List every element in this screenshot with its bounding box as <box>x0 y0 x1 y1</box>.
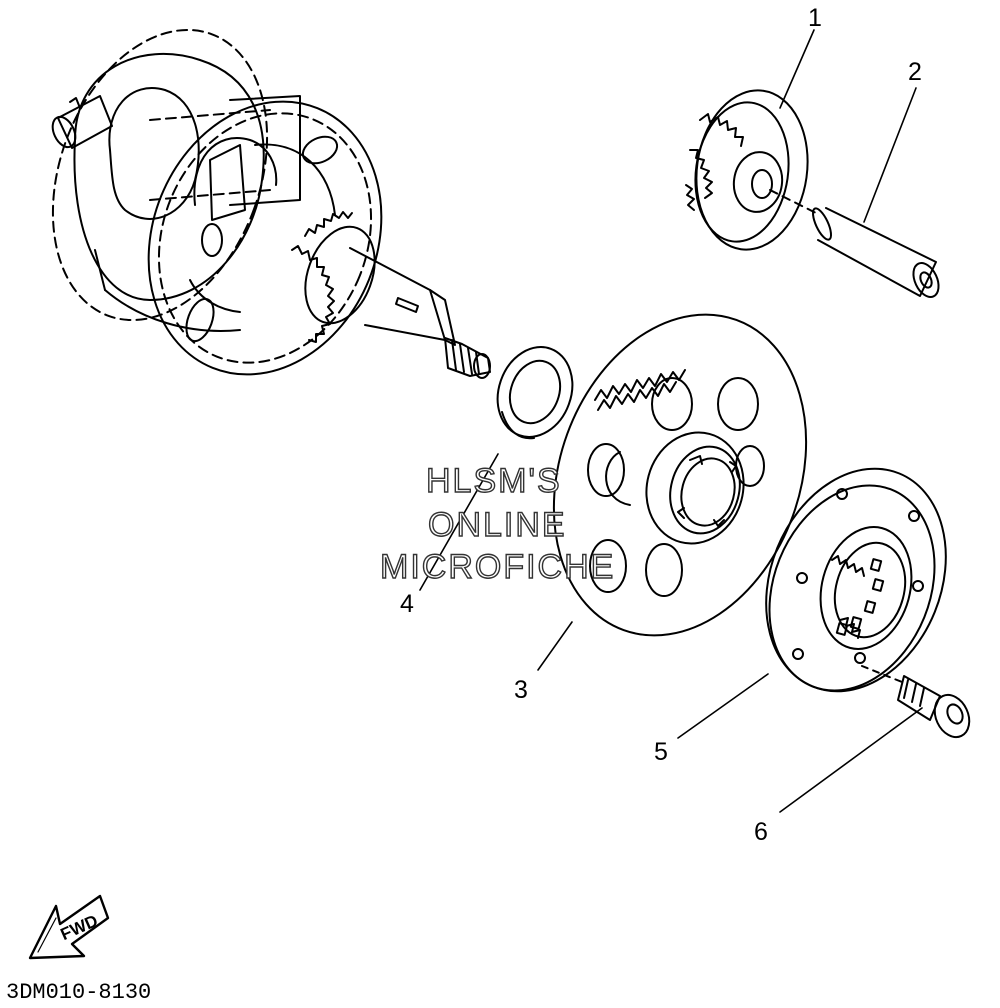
starter-clutch <box>765 467 947 693</box>
watermark-line-1: HLSM'S <box>425 462 562 500</box>
watermark-line-2: ONLINE <box>427 506 567 544</box>
forward-arrow <box>28 894 110 960</box>
starter-wheel-gear <box>552 313 808 637</box>
callout-4: 4 <box>400 590 414 618</box>
idler-gear <box>685 89 809 251</box>
crankshaft-assembly <box>51 28 491 379</box>
leader-lines <box>419 29 923 813</box>
idler-shaft <box>769 189 940 298</box>
watermark-line-3: MICROFICHE <box>379 548 616 586</box>
callout-2: 2 <box>908 58 922 86</box>
callout-3: 3 <box>514 676 528 704</box>
callout-6: 6 <box>754 818 768 846</box>
callout-5: 5 <box>654 738 668 766</box>
socket-bolt <box>861 665 971 739</box>
catalog-code: 3DM010-8130 <box>6 980 152 1005</box>
washer <box>496 346 574 440</box>
callout-1: 1 <box>808 4 822 32</box>
